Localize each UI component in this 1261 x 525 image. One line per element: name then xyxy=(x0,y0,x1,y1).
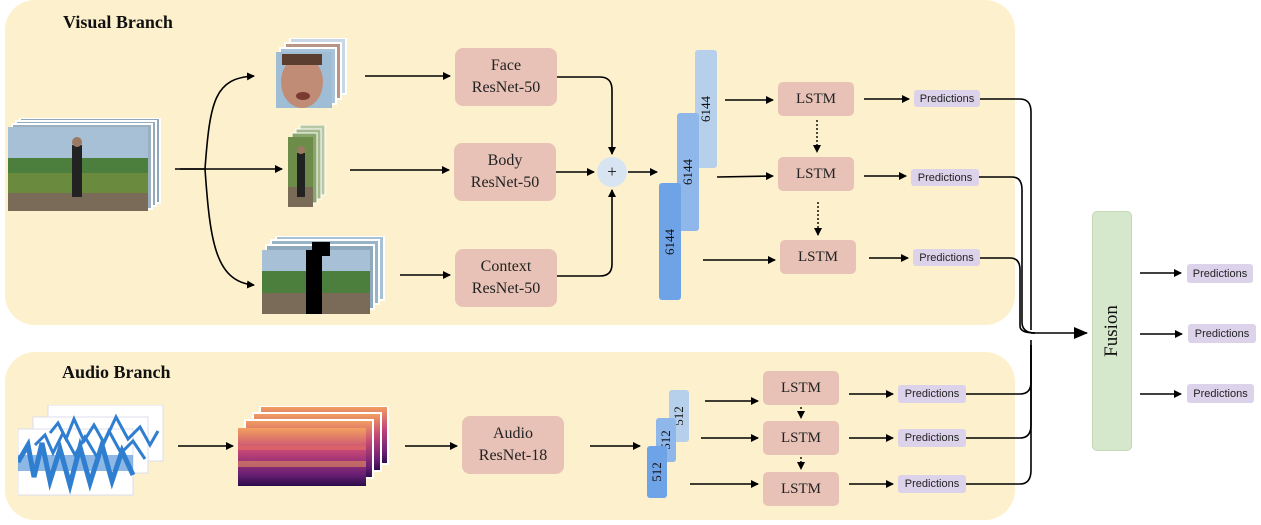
context-crop-frames xyxy=(262,236,385,314)
audio-waveform-frames xyxy=(18,405,164,496)
feature-vector-6144-front: 6144 xyxy=(659,183,681,300)
fusion-predictions-2: Predictions xyxy=(1188,324,1256,343)
context-resnet-line1: Context xyxy=(480,258,532,275)
feature-sum-node: + xyxy=(597,157,627,187)
feature-vector-512-front: 512 xyxy=(647,446,667,498)
visual-lstm-2: LSTM xyxy=(778,157,854,191)
feature-vector-6144-back: 6144 xyxy=(695,50,717,168)
input-video-frames xyxy=(8,118,161,211)
body-resnet-line1: Body xyxy=(487,152,523,169)
context-resnet-line2: ResNet-50 xyxy=(471,280,541,297)
audio-branch-title: Audio Branch xyxy=(62,362,171,382)
audio-lstm-2: LSTM xyxy=(763,421,839,455)
visual-predictions-3: Predictions xyxy=(913,249,980,266)
fusion-box: Fusion xyxy=(1092,211,1132,451)
audio-predictions-3: Predictions xyxy=(898,475,966,493)
body-resnet-line2: ResNet-50 xyxy=(470,174,540,191)
feature-vector-6144-mid: 6144 xyxy=(677,113,699,231)
audio-lstm-1: LSTM xyxy=(763,371,839,405)
audio-lstm-3: LSTM xyxy=(763,472,839,506)
visual-predictions-2: Predictions xyxy=(911,169,979,186)
visual-branch-title: Visual Branch xyxy=(63,12,173,32)
visual-lstm-1: LSTM xyxy=(778,82,854,116)
visual-lstm-3: LSTM xyxy=(780,240,856,274)
face-crop-frames xyxy=(276,38,347,108)
fusion-predictions-1: Predictions xyxy=(1187,264,1253,283)
audio-predictions-1: Predictions xyxy=(898,385,966,403)
face-resnet-line1: Face xyxy=(490,57,522,74)
visual-predictions-1: Predictions xyxy=(914,90,980,107)
spectrogram-frames xyxy=(238,406,389,486)
fusion-predictions-3: Predictions xyxy=(1187,384,1254,403)
audio-resnet-line1: Audio xyxy=(493,425,533,442)
body-crop-frames xyxy=(288,125,326,207)
face-resnet-line2: ResNet-50 xyxy=(471,79,541,96)
audio-predictions-2: Predictions xyxy=(898,429,966,447)
audio-resnet-line2: ResNet-18 xyxy=(478,447,548,464)
